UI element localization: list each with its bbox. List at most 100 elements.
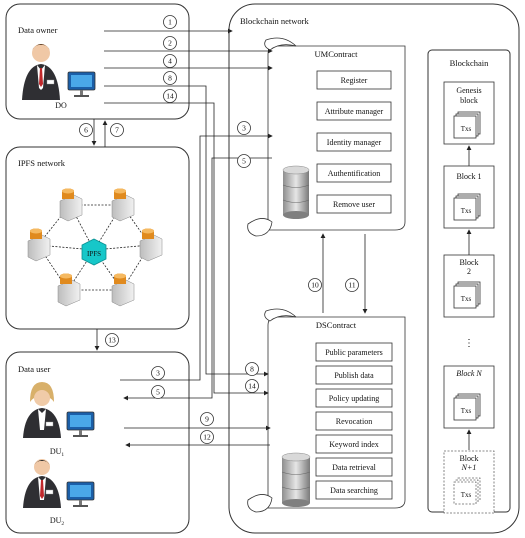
block-n-plus-1: Block N+1 Txs <box>443 450 495 514</box>
svg-text:2: 2 <box>467 267 471 276</box>
step-circle <box>79 123 93 137</box>
step-circle <box>345 278 359 292</box>
svg-text:Txs: Txs <box>461 407 472 415</box>
du1-person-icon <box>23 382 61 438</box>
step-number: 2 <box>168 39 172 48</box>
txs-stack <box>453 193 481 221</box>
dscontract-item-box <box>315 365 393 385</box>
step-circle <box>200 430 214 444</box>
umcontract-item-box <box>316 132 392 152</box>
dscontract-item-box <box>315 388 393 408</box>
svg-text:Block N: Block N <box>456 369 482 378</box>
ipfs-panel <box>5 146 190 330</box>
step-number: 4 <box>168 57 172 66</box>
step-circle <box>163 36 177 50</box>
svg-text:Txs: Txs <box>461 125 472 133</box>
step-number: 1 <box>168 18 172 27</box>
step-number: 14 <box>248 382 256 391</box>
dscontract-database-icon <box>281 452 311 507</box>
umcontract-item-label: Identity manager <box>327 138 382 147</box>
flow-arrows <box>91 28 368 448</box>
data-owner-computer-icon <box>67 71 96 97</box>
block-n: Block N Txs <box>443 365 495 429</box>
step-circle <box>163 89 177 103</box>
step-circle <box>200 412 214 426</box>
svg-text:Txs: Txs <box>461 295 472 303</box>
server-node-icon <box>59 188 83 222</box>
svg-text:Txs: Txs <box>461 491 472 499</box>
step-number: 3 <box>242 124 246 133</box>
blockchain-title: Blockchain <box>450 58 489 68</box>
step-circle <box>245 379 259 393</box>
svg-text:Genesis: Genesis <box>456 86 481 95</box>
du1-computer-icon <box>66 411 95 437</box>
step-circle <box>237 121 251 135</box>
step-circle <box>237 154 251 168</box>
ipfs-title: IPFS network <box>18 158 66 168</box>
dscontract-item-box <box>315 457 393 477</box>
server-node-icon <box>111 188 135 222</box>
dscontract-item-box <box>315 411 393 431</box>
txs-stack <box>453 281 481 309</box>
umcontract-item-box <box>316 101 392 121</box>
step-circle <box>163 54 177 68</box>
step-number: 10 <box>311 281 319 290</box>
data-owner-panel <box>5 3 190 120</box>
step-number: 14 <box>166 92 174 101</box>
dscontract-item-label: Keyword index <box>329 440 379 449</box>
step-number: 6 <box>84 126 88 135</box>
server-node-icon <box>57 273 81 307</box>
umcontract-title: UMContract <box>315 49 359 59</box>
step-circle <box>308 278 322 292</box>
data-owner-title: Data owner <box>18 25 58 35</box>
step-circle <box>105 333 119 347</box>
step-circle <box>151 385 165 399</box>
umcontract-item-label: Attribute manager <box>325 107 384 116</box>
server-node-icon <box>111 273 135 307</box>
svg-text:Txs: Txs <box>461 207 472 215</box>
du1-label: DU1 <box>50 447 65 458</box>
step-circle <box>245 362 259 376</box>
dscontract-item-box <box>315 480 393 500</box>
du2-person-icon <box>23 459 61 508</box>
genesis-block: Genesis block Txs <box>443 81 495 145</box>
txs-stack <box>453 111 481 139</box>
dscontract-item-label: Data searching <box>330 486 378 495</box>
umcontract-item-box <box>316 163 392 183</box>
svg-text:N+1: N+1 <box>461 463 477 472</box>
dscontract-item-label: Publish data <box>334 371 374 380</box>
umcontract-item-label: Remove user <box>333 200 375 209</box>
step-number: 11 <box>348 281 355 290</box>
dscontract-item-label: Policy updating <box>329 394 379 403</box>
blockchain-network-title: Blockchain network <box>240 16 309 26</box>
step-number: 5 <box>156 388 160 397</box>
svg-text:block: block <box>460 96 478 105</box>
step-circle <box>163 71 177 85</box>
dscontract-title: DSContract <box>316 320 357 330</box>
step-number: 12 <box>203 433 211 442</box>
dscontract-item-label: Public parameters <box>325 348 383 357</box>
step-circle <box>151 366 165 380</box>
step-circle <box>110 123 124 137</box>
step-number: 8 <box>168 74 172 83</box>
umcontract-item-label: Authentification <box>328 169 380 178</box>
ipfs-servers <box>27 188 163 307</box>
step-number: 3 <box>156 369 160 378</box>
step-number: 13 <box>108 336 116 345</box>
umcontract-item-box <box>316 70 392 90</box>
umcontract-item-box <box>316 194 392 214</box>
server-node-icon <box>139 228 163 262</box>
step-number: 5 <box>242 157 246 166</box>
step-circle <box>163 15 177 29</box>
txs-stack <box>453 477 481 505</box>
do-label: DO <box>55 101 67 110</box>
step-number: 8 <box>250 365 254 374</box>
data-owner-person-icon <box>22 44 60 100</box>
umcontract-database-icon <box>282 165 310 219</box>
du2-computer-icon <box>66 481 95 507</box>
data-user-title: Data user <box>18 364 51 374</box>
du2-label: DU2 <box>50 516 65 527</box>
ipfs-hub-label: IPFS <box>87 250 101 258</box>
